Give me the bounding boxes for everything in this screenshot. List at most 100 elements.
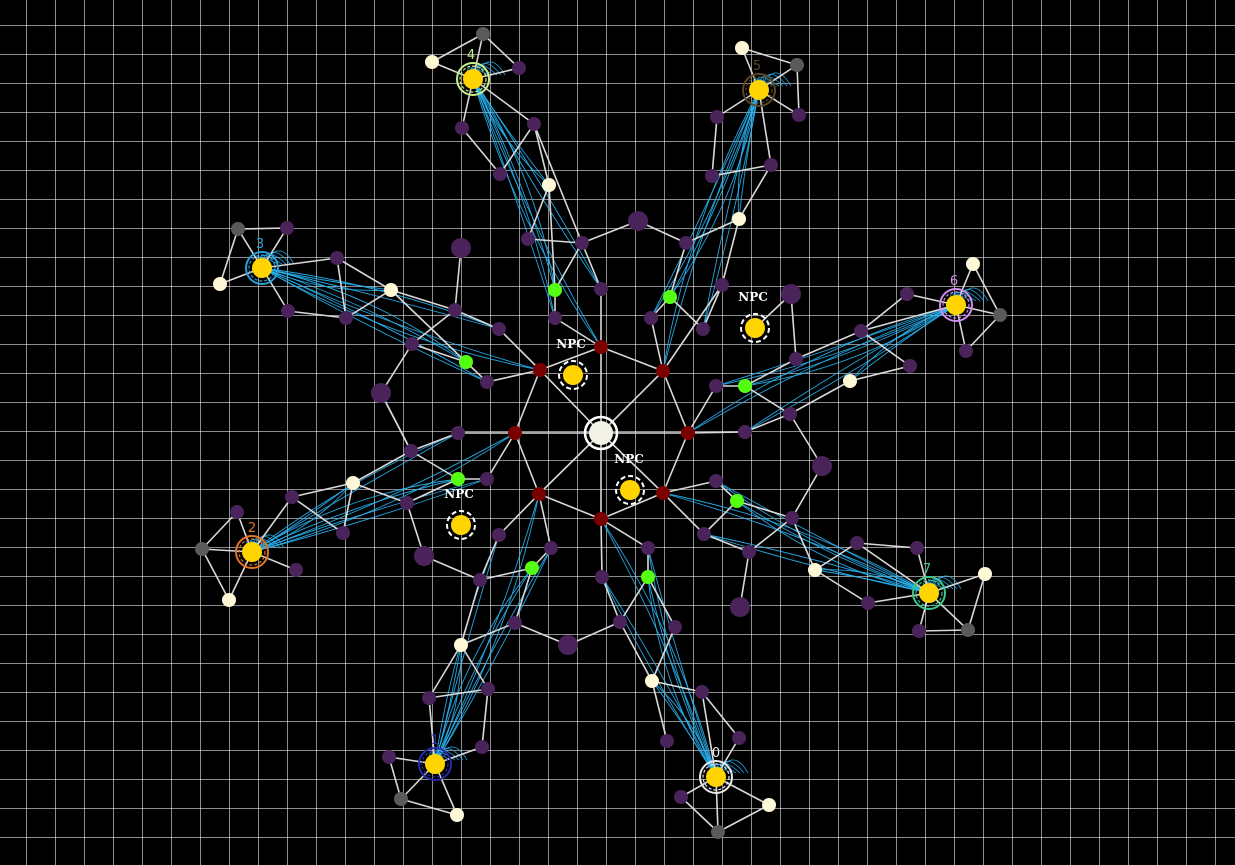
player-base-6[interactable] [946,295,966,315]
town-node[interactable] [542,178,556,192]
territory-node[interactable] [695,685,709,699]
territory-node[interactable] [336,526,350,540]
portal-node[interactable] [548,283,562,297]
portal-node[interactable] [641,570,655,584]
rock-node[interactable] [711,825,725,839]
player-base-1[interactable] [425,754,445,774]
territory-node[interactable] [527,117,541,131]
territory-node[interactable] [641,541,655,555]
territory-node[interactable] [742,545,756,559]
portal-node[interactable] [459,355,473,369]
territory-node[interactable] [281,304,295,318]
player-base-2[interactable] [242,542,262,562]
town-node[interactable] [454,638,468,652]
territory-node[interactable] [405,337,419,351]
territory-node[interactable] [512,61,526,75]
large-territory-node[interactable] [451,238,471,258]
portal-node[interactable] [663,290,677,304]
territory-node[interactable] [697,527,711,541]
rock-node[interactable] [231,222,245,236]
territory-node[interactable] [715,278,729,292]
territory-node[interactable] [230,505,244,519]
territory-node[interactable] [738,425,752,439]
territory-node[interactable] [912,624,926,638]
large-territory-node[interactable] [371,383,391,403]
territory-node[interactable] [792,108,806,122]
portal-node[interactable] [525,561,539,575]
territory-node[interactable] [679,236,693,250]
territory-node[interactable] [910,541,924,555]
hub-node[interactable] [594,340,608,354]
territory-node[interactable] [900,287,914,301]
territory-node[interactable] [508,616,522,630]
npc-base[interactable] [745,318,765,338]
town-node[interactable] [732,212,746,226]
town-node[interactable] [384,283,398,297]
large-territory-node[interactable] [812,456,832,476]
town-node[interactable] [978,567,992,581]
territory-node[interactable] [854,324,868,338]
town-node[interactable] [645,674,659,688]
rock-node[interactable] [993,308,1007,322]
rock-node[interactable] [790,58,804,72]
territory-node[interactable] [455,121,469,135]
town-node[interactable] [346,476,360,490]
territory-node[interactable] [850,536,864,550]
town-node[interactable] [843,374,857,388]
territory-node[interactable] [783,407,797,421]
territory-node[interactable] [404,444,418,458]
large-territory-node[interactable] [781,284,801,304]
hub-node[interactable] [532,487,546,501]
territory-node[interactable] [544,541,558,555]
center-node[interactable] [589,421,613,445]
territory-node[interactable] [289,563,303,577]
territory-node[interactable] [280,221,294,235]
rock-node[interactable] [394,792,408,806]
territory-node[interactable] [709,379,723,393]
rock-node[interactable] [195,542,209,556]
territory-node[interactable] [481,682,495,696]
npc-base[interactable] [451,515,471,535]
territory-node[interactable] [644,311,658,325]
territory-node[interactable] [422,691,436,705]
large-territory-node[interactable] [628,211,648,231]
territory-node[interactable] [674,790,688,804]
rock-node[interactable] [476,27,490,41]
territory-node[interactable] [480,472,494,486]
territory-node[interactable] [959,344,973,358]
territory-node[interactable] [660,734,674,748]
territory-node[interactable] [705,169,719,183]
territory-node[interactable] [732,731,746,745]
town-node[interactable] [222,593,236,607]
town-node[interactable] [762,798,776,812]
large-territory-node[interactable] [730,597,750,617]
territory-node[interactable] [285,490,299,504]
territory-node[interactable] [521,232,535,246]
portal-node[interactable] [451,472,465,486]
rock-node[interactable] [961,623,975,637]
territory-node[interactable] [785,511,799,525]
hub-node[interactable] [681,426,695,440]
town-node[interactable] [450,808,464,822]
hub-node[interactable] [656,486,670,500]
town-node[interactable] [808,563,822,577]
territory-node[interactable] [451,426,465,440]
territory-node[interactable] [548,311,562,325]
territory-node[interactable] [903,359,917,373]
portal-node[interactable] [730,494,744,508]
territory-node[interactable] [696,322,710,336]
territory-node[interactable] [475,740,489,754]
territory-node[interactable] [764,158,778,172]
territory-node[interactable] [861,596,875,610]
territory-node[interactable] [575,236,589,250]
hub-node[interactable] [508,426,522,440]
player-base-4[interactable] [463,69,483,89]
territory-node[interactable] [339,311,353,325]
territory-node[interactable] [448,303,462,317]
hub-node[interactable] [656,364,670,378]
territory-node[interactable] [789,352,803,366]
territory-node[interactable] [492,322,506,336]
territory-node[interactable] [668,620,682,634]
territory-node[interactable] [493,167,507,181]
